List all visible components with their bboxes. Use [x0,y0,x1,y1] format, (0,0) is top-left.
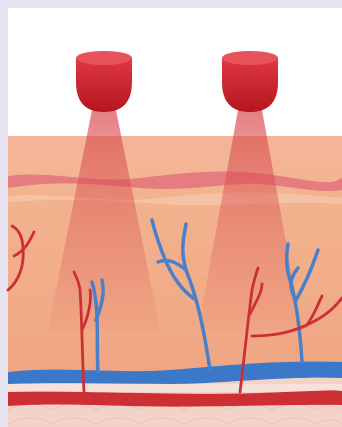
laser-emitter-icon [76,51,132,112]
epidermis-layer [8,136,342,178]
air-region [8,8,342,138]
vessel-gap [8,384,342,392]
laser-emitter-icon [222,51,278,112]
